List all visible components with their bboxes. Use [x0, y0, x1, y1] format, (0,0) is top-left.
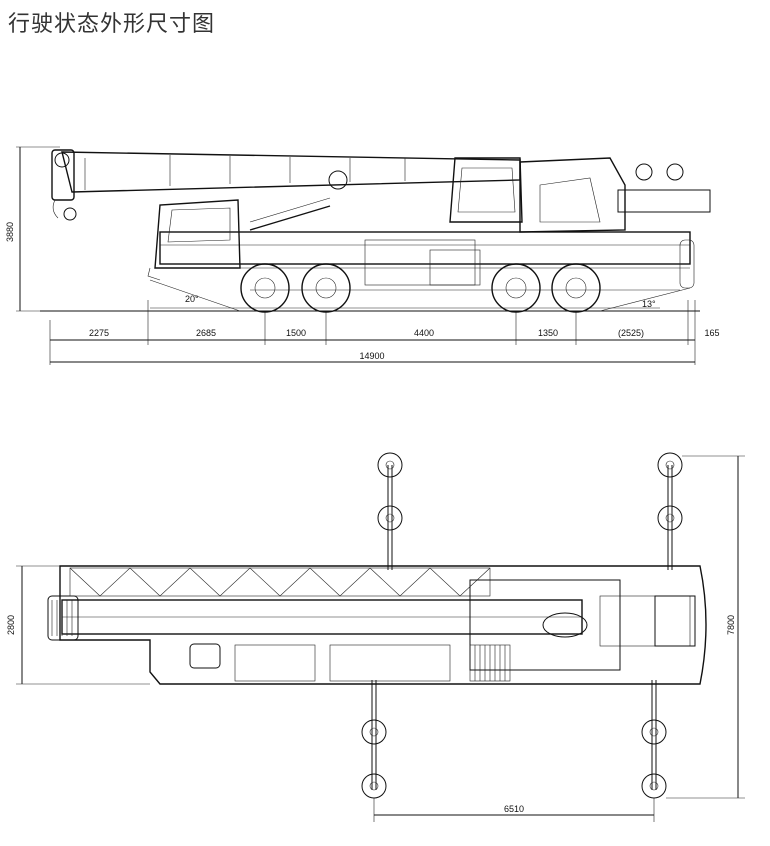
wheels [240, 263, 601, 313]
segment-7-label: 165 [704, 328, 719, 338]
segment-3-label: 1500 [286, 328, 306, 338]
departure-angle-label: 13° [642, 299, 656, 309]
segment-1-label: 2275 [89, 328, 109, 338]
segment-5-label: 1350 [538, 328, 558, 338]
superstructure [519, 157, 626, 233]
top-chassis [59, 565, 707, 685]
outrigger-width-label: 7800 [726, 615, 736, 635]
chassis [159, 231, 691, 265]
segment-6-label: (2525) [618, 328, 644, 338]
segment-4-label: 4400 [414, 328, 434, 338]
total-length-label: 14900 [359, 351, 384, 361]
side-view: 3880 [5, 146, 720, 365]
boom [61, 151, 521, 193]
outrigger-length-label: 6510 [504, 804, 524, 814]
top-view: 2800 7800 6510 [6, 452, 745, 822]
carrier-cab [154, 199, 241, 269]
operator-cab [449, 157, 523, 223]
page-title: 行驶状态外形尺寸图 [8, 12, 216, 37]
outriggers [361, 452, 683, 799]
height-label: 3880 [5, 222, 15, 242]
segment-2-label: 2685 [196, 328, 216, 338]
approach-angle-label: 20° [185, 294, 199, 304]
width-label: 2800 [6, 615, 16, 635]
